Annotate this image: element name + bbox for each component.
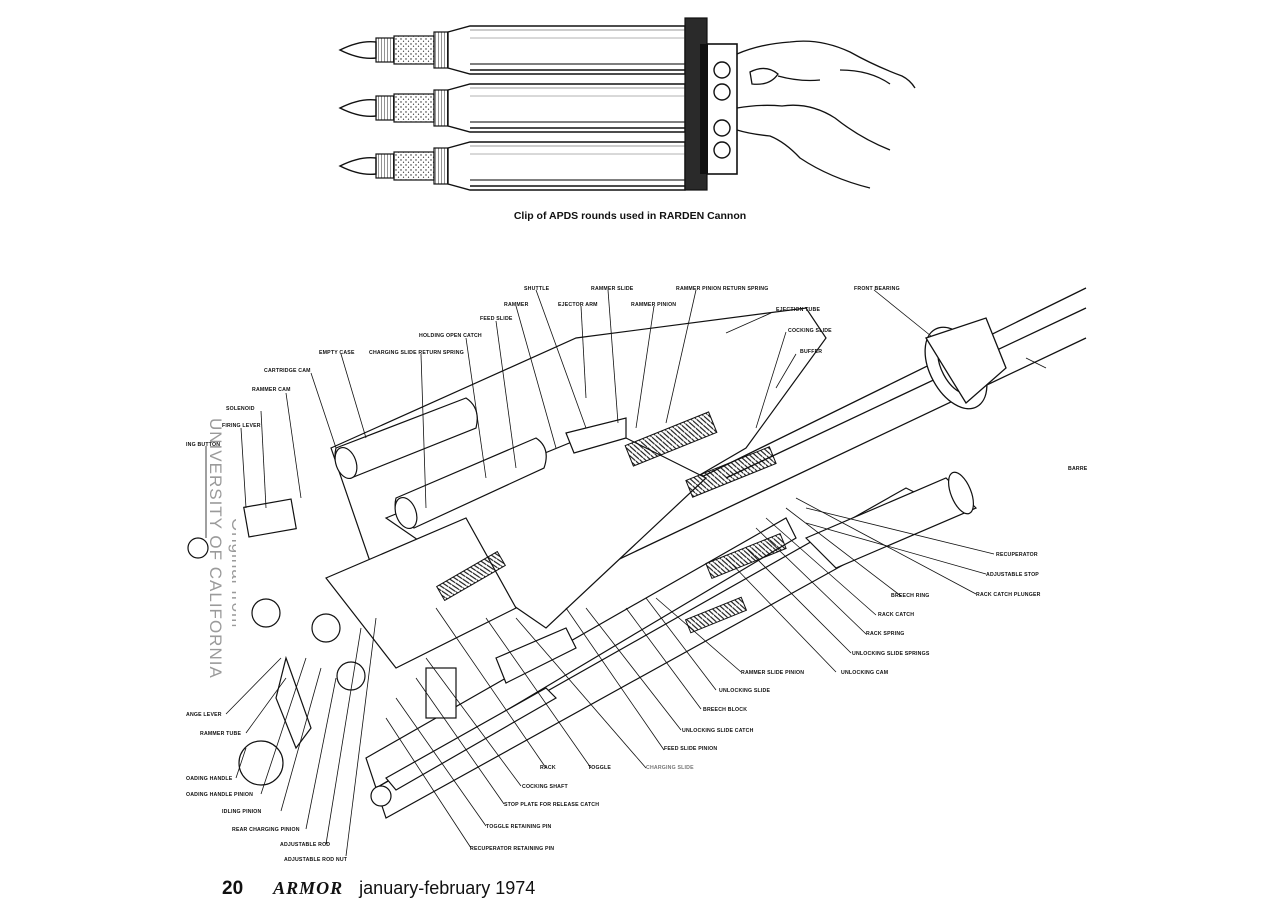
label-cocking-slide: COCKING SLIDE [788,328,832,334]
barrel-drawing [495,287,1087,609]
label-firing-lever: FIRING LEVER [222,423,261,429]
label-empty-case: EMPTY CASE [319,350,355,356]
apds-round [338,83,686,133]
leader-lines [205,289,1047,857]
label-solenoid: SOLENOID [226,406,255,412]
label-barrel: BARRE [1068,466,1088,472]
label-unlocking-slide-springs: UNLOCKING SLIDE SPRINGS [852,651,930,657]
watermark-original-from: Original from [228,518,236,628]
label-shuttle: SHUTTLE [524,286,550,292]
label-firing-button: ING BUTTON [186,442,220,448]
page-footer: 20 ARMOR january-february 1974 [222,878,535,904]
label-toggle: TOGGLE [588,765,611,771]
clip-frame [684,17,738,191]
watermark-university: UNIVERSITY OF CALIFORNIA [206,418,225,679]
label-adjustable-stop: ADJUSTABLE STOP [986,572,1039,578]
label-adjustable-rod-nut: ADJUSTABLE ROD NUT [284,857,348,863]
label-unlocking-slide: UNLOCKING SLIDE [719,688,770,694]
label-unlocking-cam: UNLOCKING CAM [841,670,888,676]
label-toggle-retaining-pin: TOGGLE RETAINING PIN [486,824,552,830]
label-cocking-shaft: COCKING SHAFT [522,784,568,790]
apds-round [338,25,686,75]
label-change-lever: ANGE LEVER [186,712,222,718]
receiver-body [325,307,948,819]
label-rammer-slide: RAMMER SLIDE [591,286,634,292]
label-unlocking-slide-catch: UNLOCKING SLIDE CATCH [682,728,754,734]
label-stop-plate-for-release-catch: STOP PLATE FOR RELEASE CATCH [504,802,599,808]
rear-mechanism [187,498,577,807]
label-holding-open-catch: HOLDING OPEN CATCH [419,333,482,339]
label-breech-block: BREECH BLOCK [703,707,747,713]
label-charging-slide: CHARGING SLIDE [646,765,694,771]
label-charging-slide-return-spring: CHARGING SLIDE RETURN SPRING [369,350,464,356]
callout-labels: SHUTTLE RAMMER SLIDE RAMMER PINION RETUR… [186,286,1088,863]
magazine-name: ARMOR [273,878,344,898]
label-cartridge-cam: CARTRIDGE CAM [264,368,311,374]
label-rear-charging-pinion: REAR CHARGING PINION [232,827,300,833]
label-recuperator-retaining-pin: RECUPERATOR RETAINING PIN [470,846,554,852]
label-buffer: BUFFER [800,349,822,355]
label-rack-spring: RACK SPRING [866,631,905,637]
page-number: 20 [222,878,244,899]
recuperator-cylinder [804,471,978,569]
label-loading-handle-pinion: OADING HANDLE PINION [186,792,253,798]
label-rammer-slide-pinion: RAMMER SLIDE PINION [741,670,804,676]
label-feed-slide-pinion: FEED SLIDE PINION [664,746,717,752]
springs [436,411,787,634]
label-loading-handle: OADING HANDLE [186,776,233,782]
cartridges [334,397,627,530]
label-rack: RACK [540,765,556,771]
label-rack-catch-plunger: RACK CATCH PLUNGER [976,592,1041,598]
label-rammer-tube: RAMMER TUBE [200,731,241,737]
apds-round [338,141,686,191]
label-rammer-cam: RAMMER CAM [252,387,291,393]
rarden-cannon-cutaway-diagram: SHUTTLE RAMMER SLIDE RAMMER PINION RETUR… [186,278,1090,868]
label-adjustable-rod: ADJUSTABLE ROD [280,842,330,848]
label-rack-catch: RACK CATCH [878,612,914,618]
clip-of-rounds-illustration [330,8,930,208]
label-ejection-tube: EJECTION TUBE [776,307,820,313]
label-recuperator: RECUPERATOR [996,552,1038,558]
figure-caption: Clip of APDS rounds used in RARDEN Canno… [513,210,747,222]
label-feed-slide: FEED SLIDE [480,316,513,322]
issue-date: january-february 1974 [359,878,536,898]
library-watermark: UNIVERSITY OF CALIFORNIA Original from [196,418,247,728]
label-rammer: RAMMER [504,302,529,308]
label-rammer-pinion: RAMMER PINION [631,302,676,308]
label-rammer-pinion-return-spring: RAMMER PINION RETURN SPRING [676,286,768,292]
label-breech-ring: BREECH RING [891,593,930,599]
label-front-bearing: FRONT BEARING [854,286,900,292]
label-idling-pinion: IDLING PINION [222,809,262,815]
label-ejector-arm: EJECTOR ARM [558,302,598,308]
hand-holding-clip [736,40,916,189]
